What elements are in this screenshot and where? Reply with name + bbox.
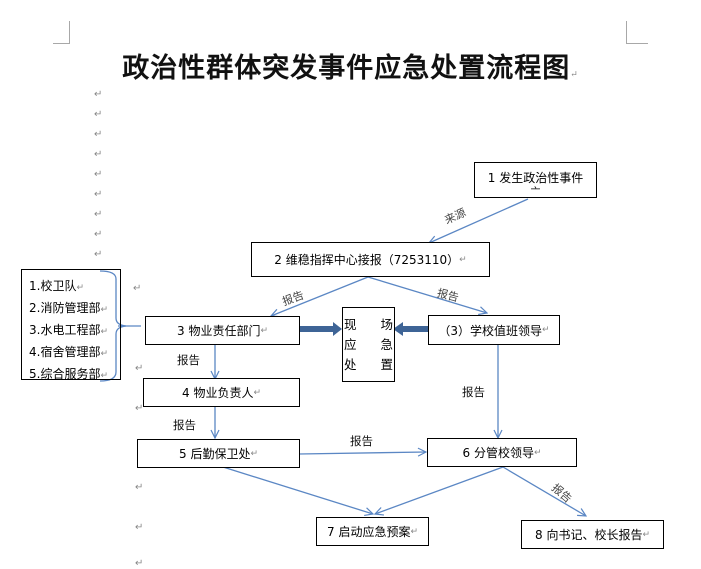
department-item: 3.水电工程部↵ (29, 323, 108, 337)
node-7-emergency-plan: 7 启动应急预案↵ (316, 517, 429, 546)
scene-line-2: 应 急 (344, 336, 403, 352)
edge-6-to-8 (502, 466, 586, 516)
page-corner-mark-right (626, 21, 648, 44)
paragraph-mark: ↵ (410, 526, 418, 537)
page-corner-mark-left (53, 21, 70, 44)
paragraph-mark: ↵ (260, 325, 268, 336)
node-1-label: 1 发生政治性事件 (487, 171, 584, 185)
edge-label-report-5-6: 报告 (350, 434, 373, 448)
paragraph-mark: ↵ (94, 149, 103, 160)
edge-5-to-7 (222, 466, 373, 514)
paragraph-mark: ↵ (94, 129, 103, 140)
node-3-property-department: 3 物业责任部门↵ (145, 316, 300, 345)
department-item: 5.综合服务部↵ (29, 367, 108, 381)
page-title-text: 政治性群体突发事件应急处置流程图 (122, 53, 571, 84)
paragraph-mark: ↵ (570, 70, 579, 80)
department-list: 1.校卫队↵ 2.消防管理部↵ 3.水电工程部↵ 4.宿舍管理部↵ 5.综合服务… (21, 269, 121, 381)
paragraph-mark: ↵ (533, 447, 542, 458)
node-4-label: 4 物业负责人 (182, 386, 254, 400)
node-3b-duty-leader: （3）学校值班领导↵ (428, 315, 560, 345)
node-3-label: 3 物业责任部门 (177, 324, 261, 338)
paragraph-mark: ↵ (135, 558, 144, 569)
node-8-report-secretary-president: 8 向书记、校长报告↵ (521, 520, 664, 549)
paragraph-mark: ↵ (250, 448, 258, 459)
node-8-label: 8 向书记、校长报告 (535, 528, 643, 542)
thick-arrow-left (300, 322, 342, 336)
thick-arrow-right (393, 322, 429, 336)
scene-emergency-handling: 现 场 应 急 处 置 (342, 307, 395, 382)
edge-label-report-4-5: 报告 (173, 418, 196, 432)
edge-2-to-3b (367, 276, 487, 313)
node-1-overflow-text: 亠 (530, 187, 541, 198)
scene-line-3: 处 置 (344, 356, 403, 372)
paragraph-mark: ↵ (94, 229, 103, 240)
node-6-supervising-leader: 6 分管校领导↵ (427, 438, 577, 467)
paragraph-mark: ↵ (642, 529, 650, 540)
scene-line-1: 现 场 (344, 316, 403, 332)
node-1-political-event: 1 发生政治性事件 亠 (474, 162, 597, 198)
paragraph-mark: ↵ (135, 363, 144, 374)
paragraph-mark: ↵ (94, 189, 103, 200)
edge-2-to-3 (271, 276, 369, 316)
paragraph-mark: ↵ (94, 109, 103, 120)
paragraph-mark: ↵ (253, 387, 261, 398)
paragraph-mark: ↵ (542, 325, 550, 335)
node-6-label: 6 分管校领导 (462, 446, 534, 460)
paragraph-mark: ↵ (133, 283, 142, 294)
edge-label-report-3-4: 报告 (177, 353, 200, 367)
edge-6-to-7 (375, 466, 504, 514)
node-2-command-center: 2 维稳指挥中心接报（7253110）↵ (251, 242, 490, 277)
node-4-property-manager: 4 物业负责人↵ (143, 378, 300, 407)
page-title: 政治性群体突发事件应急处置流程图↵ (0, 46, 701, 85)
paragraph-mark: ↵ (135, 482, 144, 493)
paragraph-mark: ↵ (94, 249, 103, 260)
department-item: 4.宿舍管理部↵ (29, 345, 108, 359)
paragraph-mark: ↵ (135, 403, 144, 414)
node-5-logistics-security: 5 后勤保卫处↵ (137, 439, 300, 468)
node-7-label: 7 启动应急预案 (327, 525, 411, 539)
edge-label-report-3b-6: 报告 (462, 385, 485, 399)
department-item: 1.校卫队↵ (29, 279, 84, 293)
edge-5-to-6 (298, 452, 426, 454)
paragraph-mark: ↵ (135, 522, 144, 533)
paragraph-mark: ↵ (94, 169, 103, 180)
paragraph-mark: ↵ (94, 89, 103, 100)
edge-1-to-2 (429, 198, 529, 243)
paragraph-mark: ↵ (459, 254, 467, 265)
node-5-label: 5 后勤保卫处 (179, 447, 251, 461)
department-item: 2.消防管理部↵ (29, 301, 108, 315)
node-2-label: 2 维稳指挥中心接报（7253110） (274, 253, 460, 267)
node-3b-label: （3）学校值班领导 (438, 323, 543, 338)
paragraph-mark: ↵ (94, 209, 103, 220)
